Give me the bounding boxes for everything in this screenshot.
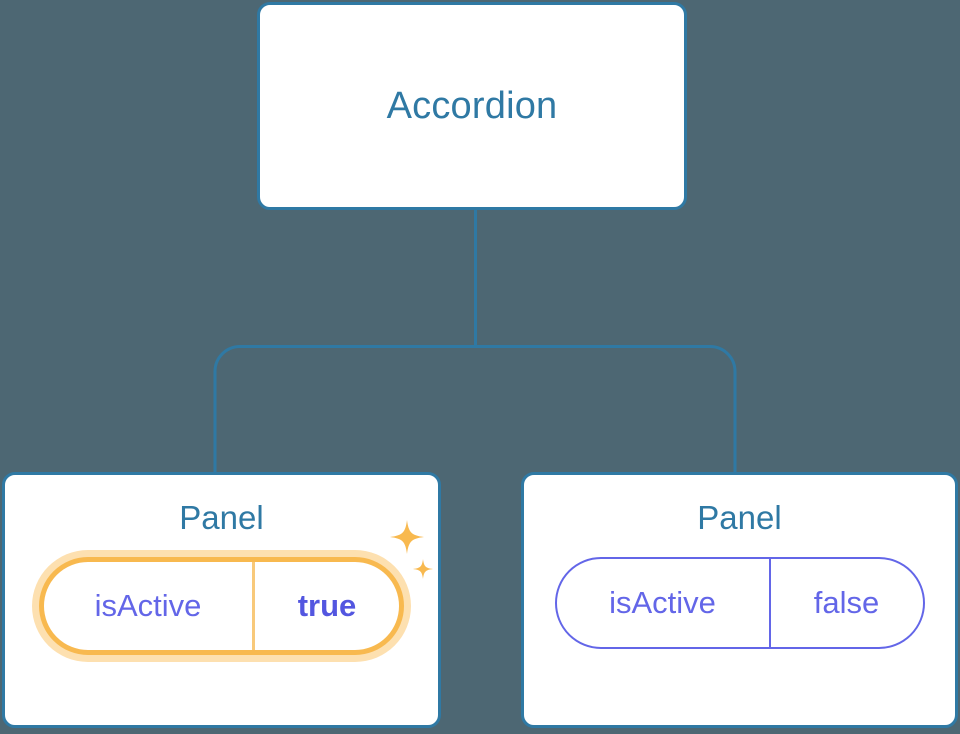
node-accordion[interactable]: Accordion bbox=[257, 2, 687, 210]
node-panel-active[interactable]: Panel isActive true bbox=[2, 472, 441, 728]
node-accordion-title: Accordion bbox=[386, 84, 558, 127]
connector-junction-to-panel-right bbox=[475, 345, 737, 472]
node-panel-active-title: Panel bbox=[179, 499, 264, 536]
prop-pill-isactive-false[interactable]: isActive false bbox=[554, 557, 925, 649]
node-panel-inactive[interactable]: Panel isActive false bbox=[521, 472, 958, 728]
prop-pill-wrapper-active: isActive true bbox=[39, 520, 433, 655]
prop-pill-wrapper-inactive: isActive false bbox=[554, 557, 925, 649]
sparkle-small-icon bbox=[413, 559, 433, 579]
prop-value-label: false bbox=[813, 585, 880, 620]
prop-value-label: true bbox=[297, 588, 357, 623]
sparkle-large-icon bbox=[390, 520, 424, 554]
connector-junction-to-panel-left bbox=[213, 345, 476, 472]
prop-pill-isactive-true[interactable]: isActive true bbox=[39, 557, 404, 655]
prop-key-label: isActive bbox=[557, 559, 771, 647]
prop-key-label: isActive bbox=[44, 562, 255, 650]
node-panel-inactive-title: Panel bbox=[697, 499, 782, 536]
